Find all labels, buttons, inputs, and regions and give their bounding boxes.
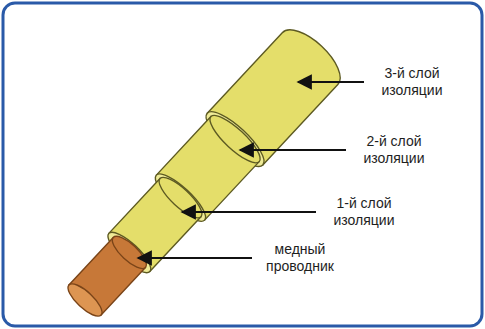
part-label: медный проводник xyxy=(258,241,342,275)
cable-drawing xyxy=(52,20,350,329)
leader-arrow xyxy=(298,81,364,83)
part-label: 3-й слой изоляции xyxy=(370,65,454,99)
leader-arrow xyxy=(182,211,316,213)
frame-border xyxy=(3,3,482,326)
layer-1-edge xyxy=(154,172,207,223)
layer-2-edge xyxy=(204,109,266,169)
leader-arrow xyxy=(240,149,346,151)
leader-arrow xyxy=(138,257,252,259)
copper-edge xyxy=(108,232,151,274)
part-label: 1-й слой изоляции xyxy=(322,195,406,229)
leader-arrows xyxy=(138,82,364,258)
part-label: 2-й слой изоляции xyxy=(352,133,436,167)
copper-end-face xyxy=(63,279,106,321)
